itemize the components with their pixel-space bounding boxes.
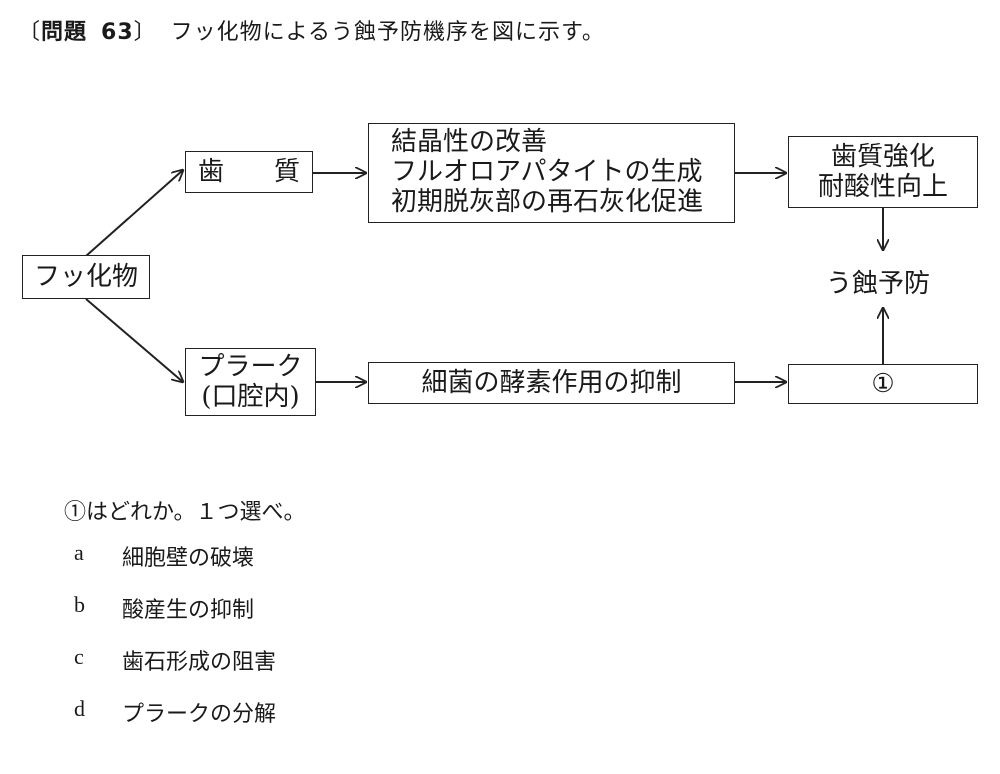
- tooth-effect-2: フルオロアパタイトの生成: [391, 157, 703, 187]
- arrow-fluoride-to-tooth: [85, 170, 183, 257]
- tooth-effect-1: 結晶性の改善: [391, 127, 548, 157]
- option-letter: a: [74, 540, 84, 565]
- tooth-label-left: 歯: [198, 157, 225, 187]
- fluoride-box: フッ化物: [22, 255, 150, 299]
- option-text: 細胞壁の破壊: [122, 546, 255, 571]
- blank-box: ①: [788, 364, 978, 404]
- option-letter: c: [74, 644, 84, 669]
- plaque-label: プラーク: [198, 352, 303, 382]
- option-a[interactable]: a 細胞壁の破壊: [74, 540, 276, 592]
- tooth-effect-3: 初期脱灰部の再石灰化促進: [391, 187, 704, 217]
- option-d[interactable]: d プラークの分解: [74, 696, 276, 748]
- tooth-result-2: 耐酸性向上: [817, 172, 948, 202]
- option-c[interactable]: c 歯石形成の阻害: [74, 644, 276, 696]
- option-letter: b: [74, 592, 85, 617]
- plaque-effect-label: 細菌の酵素作用の抑制: [421, 368, 682, 398]
- tooth-box: 歯 質: [185, 151, 313, 193]
- option-b[interactable]: b 酸産生の抑制: [74, 592, 276, 644]
- plaque-box: プラーク (口腔内): [185, 348, 316, 416]
- question-prompt: ①はどれか。１つ選べ。: [64, 500, 306, 525]
- plaque-effect-box: 細菌の酵素作用の抑制: [368, 362, 735, 404]
- tooth-label: 歯 質: [198, 157, 300, 187]
- question-text: フッ化物によるう蝕予防機序を図に示す。: [170, 20, 605, 45]
- blank-label: ①: [871, 369, 895, 399]
- question-label: 問題: [41, 20, 88, 45]
- option-text: 酸産生の抑制: [122, 598, 255, 623]
- option-letter: d: [74, 696, 85, 721]
- caries-prevention-label: う蝕予防: [826, 269, 931, 299]
- answer-options: a 細胞壁の破壊 b 酸産生の抑制 c 歯石形成の阻害 d プラークの分解: [74, 540, 276, 748]
- arrow-fluoride-to-plaque: [85, 298, 183, 382]
- question-number: 63: [101, 20, 134, 45]
- bracket-close: 〕: [133, 20, 157, 45]
- option-text: プラークの分解: [122, 702, 277, 727]
- option-text: 歯石形成の阻害: [122, 650, 277, 675]
- tooth-label-right: 質: [273, 157, 300, 187]
- question-header: 〔問題 63〕フッ化物によるう蝕予防機序を図に示す。: [18, 14, 605, 46]
- plaque-location: (口腔内): [201, 382, 300, 412]
- tooth-effects-box: 結晶性の改善 フルオロアパタイトの生成 初期脱灰部の再石灰化促進: [368, 123, 735, 223]
- bracket-open: 〔: [18, 20, 42, 45]
- tooth-result-1: 歯質強化: [830, 142, 935, 172]
- tooth-result-box: 歯質強化 耐酸性向上: [788, 136, 978, 208]
- fluoride-label: フッ化物: [33, 262, 138, 292]
